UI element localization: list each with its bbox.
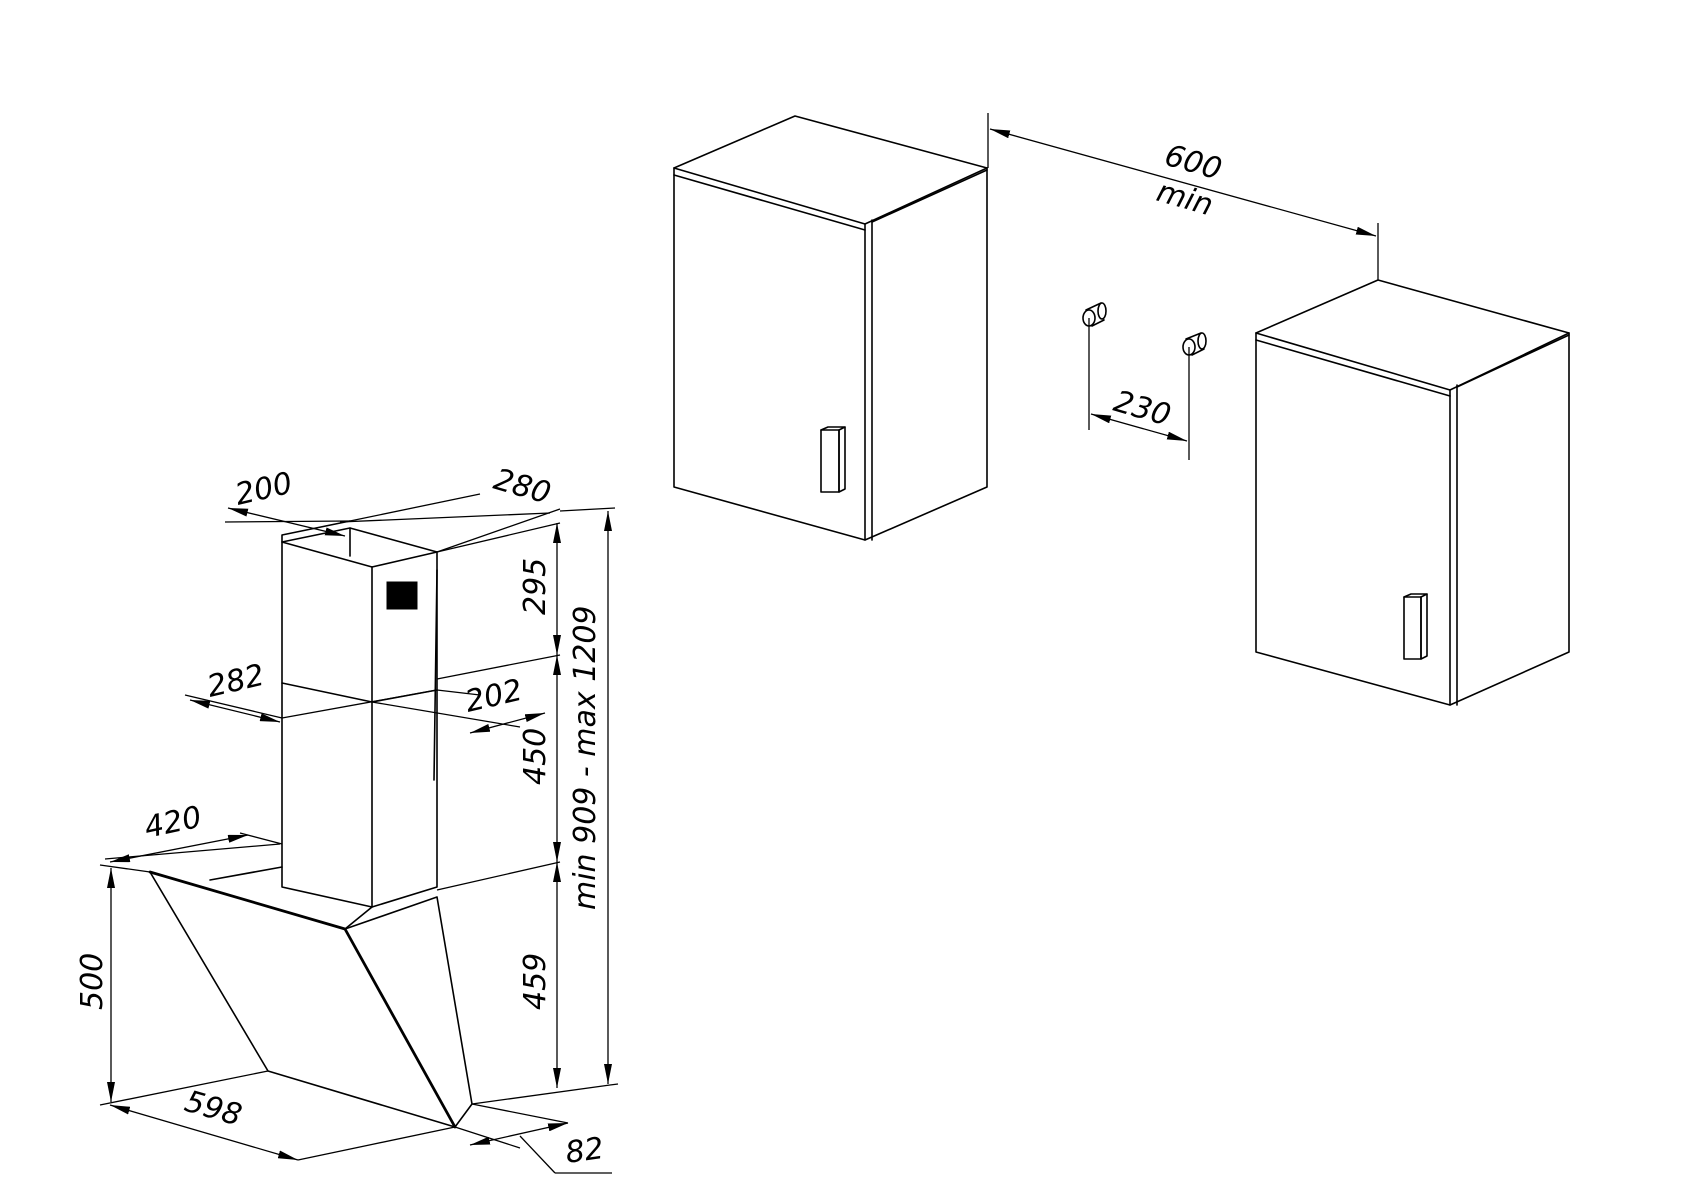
- label-450: 450: [518, 728, 553, 785]
- label-500: 500: [75, 953, 110, 1010]
- mounting-pins: [1082, 302, 1207, 460]
- dim-hood-depth-top: 420: [104, 800, 283, 863]
- label-total-height: min 909 - max 1209: [568, 605, 603, 910]
- label-230: 230: [1110, 384, 1175, 433]
- cabinet-left-handle: [820, 429, 840, 493]
- cabinet-dimensions: 600 min 230: [987, 113, 1379, 442]
- dim-lower-chimney-depth: 202: [371, 673, 546, 734]
- dim-chimney-top-width: 280: [339, 462, 561, 553]
- cabinet-right-handle: [1403, 596, 1422, 660]
- label-280: 280: [490, 462, 555, 511]
- label-459: 459: [518, 953, 553, 1010]
- mounting-pin-left-icon: [1082, 302, 1107, 430]
- dim-bracket-spacing: 230: [1090, 384, 1188, 442]
- chimney-vent-grille-icon: [386, 581, 418, 610]
- label-200: 200: [232, 466, 296, 513]
- wall-cabinet-left: [673, 115, 988, 541]
- dim-hood-glass-height: 500: [75, 864, 269, 1106]
- wall-cabinet-right: [1255, 279, 1570, 706]
- label-295: 295: [518, 558, 553, 615]
- label-420: 420: [141, 800, 204, 846]
- mounting-pin-right-icon: [1182, 332, 1207, 460]
- dim-vertical-stack: 295 450 459: [436, 522, 611, 1105]
- hood-dimensions: 200 280 295 450 459 min 909 - max: [75, 462, 619, 1174]
- dim-hood-width: 598: [109, 1084, 456, 1161]
- label-202: 202: [462, 673, 526, 720]
- dim-hood-base-depth: 82: [454, 1103, 612, 1174]
- label-282: 282: [204, 658, 268, 705]
- dim-cabinet-gap: 600 min: [987, 113, 1379, 280]
- dim-total-height: min 909 - max 1209: [559, 507, 619, 1086]
- label-82: 82: [563, 1131, 606, 1171]
- label-598: 598: [181, 1084, 246, 1133]
